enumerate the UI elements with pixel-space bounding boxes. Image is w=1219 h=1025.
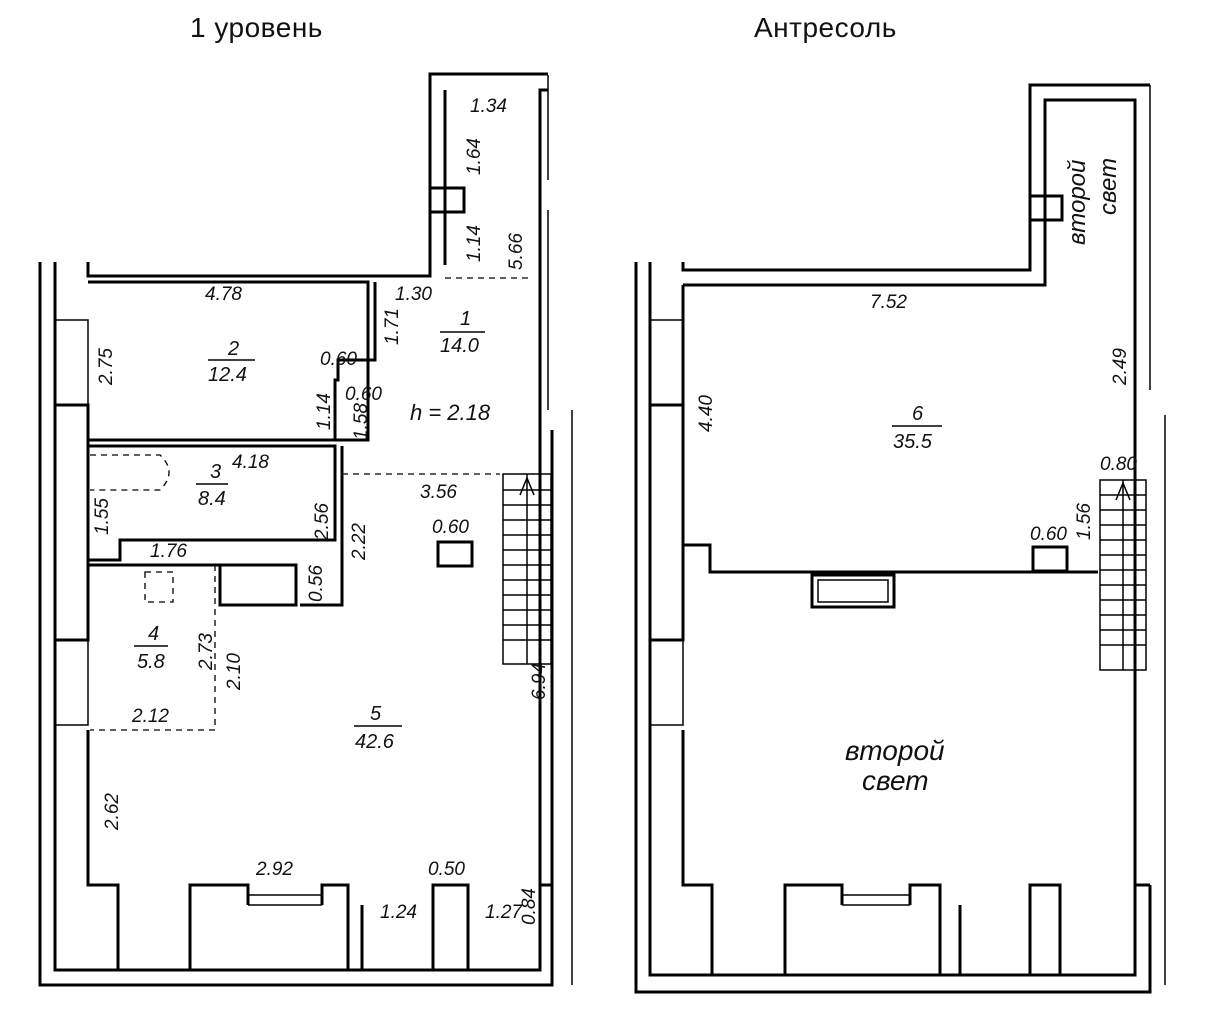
second-light-top-word2: свет	[1095, 158, 1122, 215]
level1-window-1	[54, 319, 89, 406]
level1-right-edge	[547, 75, 573, 985]
dim-5-66: 5.66	[506, 233, 527, 270]
partition-step	[333, 282, 377, 440]
dim-1-76: 1.76	[150, 541, 187, 562]
room1-area: 14.0	[440, 335, 479, 357]
dim-0-60c: 0.60	[432, 517, 469, 538]
bathtub	[90, 454, 170, 491]
mezz-opening	[810, 573, 896, 609]
room6-area: 35.5	[893, 431, 933, 453]
level1-pier	[53, 403, 90, 642]
dim-1-27: 1.27	[485, 902, 523, 923]
dim-2-75: 2.75	[96, 348, 117, 386]
room3-walls	[88, 444, 337, 562]
level1-column-2	[436, 540, 474, 568]
dim-1-71: 1.71	[382, 308, 403, 345]
dim-1-14a: 1.14	[464, 225, 485, 262]
room5-number: 5	[370, 703, 382, 725]
level1-dimensions: 1.34 1.64 1.14 5.66 4.78 1.30 2.75 1.71 …	[92, 96, 550, 925]
mezz-right-edge	[1149, 85, 1166, 985]
room4-walls	[88, 563, 298, 607]
mezzanine-plan	[634, 83, 1166, 994]
room4-number: 4	[148, 623, 159, 645]
level1-column	[428, 186, 466, 214]
dim-2-49: 2.49	[1110, 348, 1131, 386]
level1-outer-wall	[38, 262, 554, 987]
mezz-window-1	[649, 319, 684, 406]
level1-top-wall	[86, 72, 548, 278]
room2-number: 2	[227, 338, 239, 360]
dim-2-73: 2.73	[196, 633, 217, 671]
dim-0-80: 0.80	[1100, 454, 1137, 475]
dim-0-60a: 0.60	[320, 349, 357, 370]
room3-area: 8.4	[198, 488, 226, 510]
mezz-dimensions: 7.52 2.49 4.40 0.80 1.56 0.60 6 35.5 вто…	[696, 158, 1137, 796]
room1-number: 1	[460, 308, 471, 330]
level1-window-2	[54, 639, 89, 726]
dim-2-10: 2.10	[224, 653, 245, 691]
room3-right-wall	[300, 446, 344, 607]
dim-0-84: 0.84	[519, 888, 540, 925]
second-light-word1: второй	[845, 735, 945, 766]
dim-4-40: 4.40	[696, 395, 717, 432]
mezz-column-2	[1031, 545, 1069, 573]
dim-1-14b: 1.14	[314, 393, 335, 430]
dim-0-60: 0.60	[1030, 524, 1067, 545]
dim-1-56: 1.56	[1074, 503, 1095, 540]
dim-1-24: 1.24	[380, 902, 417, 923]
level1-stairs	[502, 473, 552, 665]
mezz-pier	[648, 403, 685, 642]
room2-area: 12.4	[208, 364, 247, 386]
room3-number: 3	[210, 461, 221, 483]
dim-1-34: 1.34	[470, 96, 507, 117]
dim-0-56: 0.56	[306, 565, 327, 602]
level1-plan	[38, 72, 573, 987]
room6-number: 6	[912, 403, 924, 425]
dim-1-55: 1.55	[92, 498, 113, 535]
dim-4-18: 4.18	[232, 452, 269, 473]
level1-door	[248, 894, 322, 906]
dim-2-56: 2.56	[312, 503, 333, 541]
mezzanine-title: Антресоль	[754, 12, 897, 43]
mezz-door	[842, 894, 910, 906]
dim-0-50: 0.50	[428, 859, 465, 880]
mezz-bottom-bays	[681, 730, 1150, 975]
dim-2-92: 2.92	[255, 859, 293, 880]
stove	[144, 571, 174, 603]
dim-6-94: 6.94	[529, 663, 550, 700]
dim-3-56: 3.56	[420, 482, 457, 503]
mezz-outer-wall	[634, 262, 1152, 994]
dim-1-30: 1.30	[395, 284, 432, 305]
mezz-outer-wall-inner	[648, 98, 1137, 977]
room4-area: 5.8	[137, 651, 165, 673]
second-light-word2: свет	[862, 765, 929, 796]
dim-1-64: 1.64	[464, 138, 485, 175]
second-light-top-word1: второй	[1064, 160, 1091, 245]
dim-4-78: 4.78	[205, 284, 242, 305]
dim-2-12: 2.12	[131, 706, 169, 727]
mezz-stairs	[1099, 479, 1147, 671]
dim-7-52: 7.52	[870, 292, 907, 313]
room4-dashed	[90, 565, 216, 731]
level1-outer-wall-inner	[53, 88, 548, 972]
dim-2-62: 2.62	[102, 793, 123, 831]
mezz-window-2	[649, 639, 684, 726]
mezz-column	[1028, 194, 1064, 222]
level1-title: 1 уровень	[190, 12, 323, 43]
level1-rooms: 1 14.0 2 12.4 3 8.4 4 5.8 5 42.6	[134, 308, 485, 753]
height-label: h = 2.18	[410, 400, 491, 425]
level1-bottom-bays	[86, 730, 552, 970]
room5-area: 42.6	[355, 731, 395, 753]
dim-2-22: 2.22	[349, 523, 370, 561]
dim-1-58: 1.58	[351, 403, 372, 440]
mezz-top-wall	[681, 83, 1150, 272]
dim-0-60b: 0.60	[345, 384, 382, 405]
mezz-top-inner	[683, 98, 1130, 287]
